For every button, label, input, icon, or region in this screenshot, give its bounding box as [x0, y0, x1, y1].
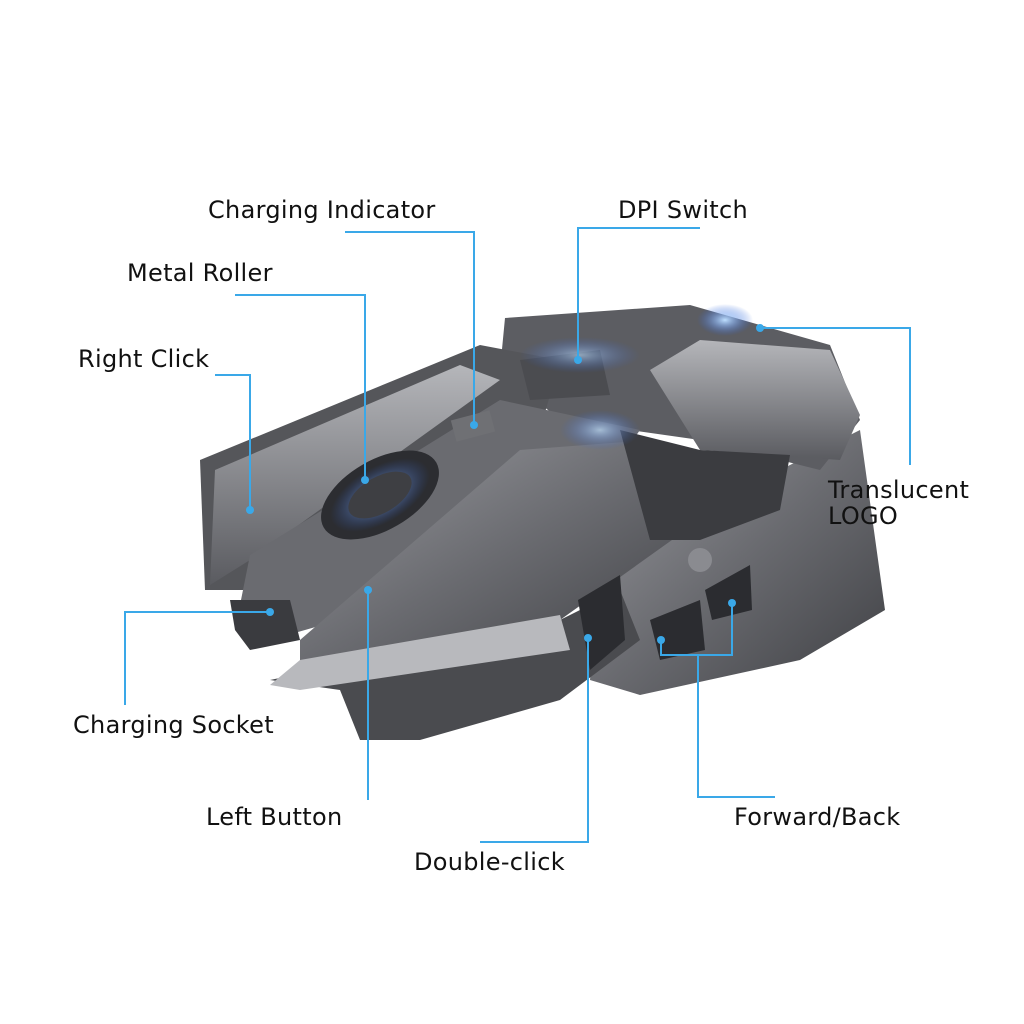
- label-forward-back: Forward/Back: [734, 803, 901, 831]
- leader-metal-roller: [235, 294, 366, 480]
- label-right-click: Right Click: [78, 345, 210, 373]
- leader-charging-socket: [124, 611, 270, 705]
- leader-right-click: [215, 374, 251, 510]
- leader-dots: [246, 324, 764, 644]
- mouse-body: [200, 304, 885, 740]
- leader-translucent-logo: [760, 327, 911, 465]
- leader-dpi-switch: [577, 227, 700, 360]
- label-metal-roller: Metal Roller: [127, 259, 273, 287]
- label-double-click: Double-click: [414, 848, 565, 876]
- label-translucent-logo-line1: Translucent: [828, 476, 970, 504]
- label-dpi-switch: DPI Switch: [618, 196, 749, 224]
- label-left-button: Left Button: [206, 803, 343, 831]
- label-charging-indicator: Charging Indicator: [208, 196, 436, 224]
- leader-forward-back-bracket: [660, 603, 733, 656]
- leader-double-click: [480, 638, 589, 843]
- leader-forward-back: [697, 655, 775, 798]
- label-translucent-logo-line2: LOGO: [828, 502, 899, 530]
- leader-lines: [124, 227, 911, 843]
- leader-charging-indicator: [345, 231, 475, 425]
- label-charging-socket: Charging Socket: [73, 711, 274, 739]
